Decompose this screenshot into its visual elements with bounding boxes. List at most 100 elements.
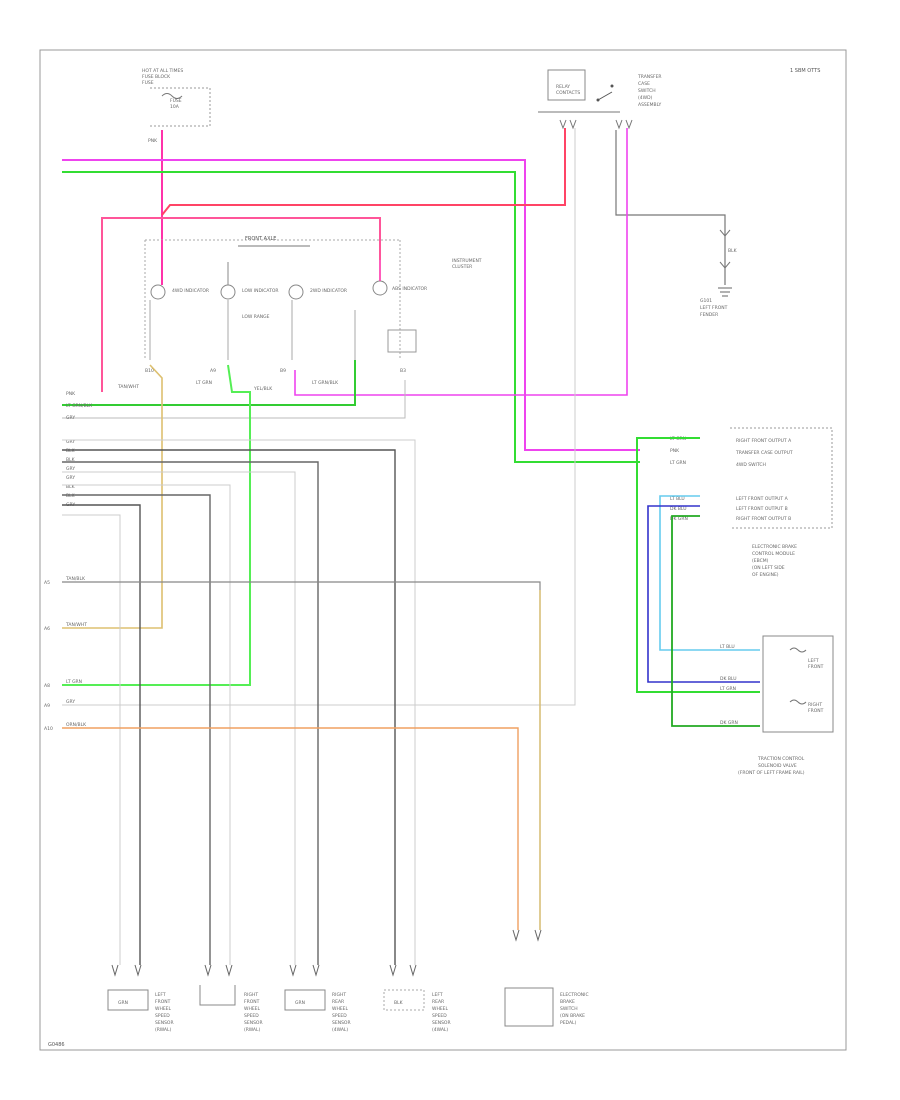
ground-icon bbox=[718, 287, 732, 297]
svg-text:LT GRN: LT GRN bbox=[670, 460, 686, 466]
svg-text:RIGHT: RIGHT bbox=[808, 702, 822, 708]
svg-text:A6: A6 bbox=[44, 626, 50, 632]
svg-text:TRACTION CONTROL: TRACTION CONTROL bbox=[757, 756, 805, 762]
svg-text:GRN: GRN bbox=[118, 1000, 128, 1006]
wire-gry-1 bbox=[62, 439, 416, 965]
wire-ltgrn-cluster bbox=[62, 364, 251, 686]
svg-text:ASSEMBLY: ASSEMBLY bbox=[638, 102, 662, 108]
lamp-abs-indicator: ABS INDICATOR bbox=[354, 260, 427, 360]
wire-dkblu bbox=[647, 505, 760, 683]
svg-text:G101: G101 bbox=[700, 298, 712, 304]
wire-gry-cluster bbox=[62, 380, 406, 419]
svg-text:TAN/WHT: TAN/WHT bbox=[117, 384, 139, 390]
svg-text:WHEEL: WHEEL bbox=[432, 1006, 449, 1012]
wire-magenta-switch bbox=[294, 128, 628, 396]
svg-text:LEFT FRONT OUTPUT A: LEFT FRONT OUTPUT A bbox=[736, 496, 789, 502]
svg-text:(EBCM): (EBCM) bbox=[752, 558, 769, 564]
svg-text:LEFT FRONT: LEFT FRONT bbox=[700, 305, 728, 311]
svg-text:SWITCH: SWITCH bbox=[638, 88, 656, 94]
svg-text:A9: A9 bbox=[210, 368, 216, 374]
svg-text:LT BLU: LT BLU bbox=[670, 496, 685, 502]
svg-text:LT GRN: LT GRN bbox=[196, 380, 212, 386]
corner-code: G0486 bbox=[48, 1042, 65, 1048]
svg-text:WHEEL: WHEEL bbox=[155, 1006, 172, 1012]
svg-text:LT GRN: LT GRN bbox=[66, 679, 82, 685]
svg-text:TAN/WHT: TAN/WHT bbox=[65, 622, 87, 628]
svg-text:(ON BRAKE: (ON BRAKE bbox=[560, 1013, 585, 1019]
svg-text:FUSE BLOCK: FUSE BLOCK bbox=[142, 74, 171, 80]
svg-text:LEFT: LEFT bbox=[432, 992, 443, 998]
svg-text:SPEED: SPEED bbox=[432, 1013, 447, 1019]
svg-text:GRY: GRY bbox=[66, 466, 75, 472]
svg-text:LT BLU: LT BLU bbox=[720, 644, 735, 650]
wire-pnk-relay bbox=[161, 128, 566, 216]
wire-pnk-bus bbox=[62, 159, 640, 451]
svg-text:GRY: GRY bbox=[66, 415, 75, 421]
bulb-icon bbox=[372, 280, 388, 296]
svg-text:2WD INDICATOR: 2WD INDICATOR bbox=[310, 288, 347, 294]
svg-text:GRN: GRN bbox=[295, 1000, 305, 1006]
svg-text:PEDAL): PEDAL) bbox=[560, 1020, 577, 1026]
svg-text:4WD SWITCH: 4WD SWITCH bbox=[736, 462, 766, 468]
svg-text:REAR: REAR bbox=[432, 999, 444, 1005]
svg-text:FRONT: FRONT bbox=[155, 999, 171, 1005]
svg-text:TRANSFER: TRANSFER bbox=[637, 74, 662, 80]
svg-text:OF ENGINE): OF ENGINE) bbox=[752, 572, 779, 578]
svg-text:SPEED: SPEED bbox=[244, 1013, 259, 1019]
svg-text:LEFT: LEFT bbox=[155, 992, 166, 998]
svg-text:BLK: BLK bbox=[66, 493, 76, 499]
svg-text:TAN/BLK: TAN/BLK bbox=[65, 576, 86, 582]
svg-text:RIGHT: RIGHT bbox=[332, 992, 346, 998]
svg-text:BLK: BLK bbox=[394, 1000, 404, 1006]
wire-pnk-loop bbox=[101, 217, 381, 392]
solenoid-coil-icon bbox=[789, 699, 807, 705]
wire-dkgrn bbox=[671, 515, 760, 727]
svg-text:ORN/BLK: ORN/BLK bbox=[66, 722, 87, 728]
svg-text:LT GRN/BLK: LT GRN/BLK bbox=[312, 380, 339, 386]
svg-text:TRANSFER CASE OUTPUT: TRANSFER CASE OUTPUT bbox=[735, 450, 793, 456]
svg-text:SPEED: SPEED bbox=[155, 1013, 170, 1019]
svg-text:CONTACTS: CONTACTS bbox=[556, 90, 580, 96]
diagram-border bbox=[39, 49, 847, 1051]
svg-text:(RWAL): (RWAL) bbox=[244, 1027, 260, 1033]
svg-text:WHEEL: WHEEL bbox=[244, 1006, 261, 1012]
wire-blk-3 bbox=[62, 494, 211, 965]
bulb-icon bbox=[150, 284, 166, 300]
svg-text:FENDER: FENDER bbox=[700, 312, 718, 318]
svg-text:RIGHT FRONT OUTPUT B: RIGHT FRONT OUTPUT B bbox=[736, 516, 791, 522]
svg-text:FUSE: FUSE bbox=[142, 80, 154, 86]
sensor-right-rear: GRN RIGHT REAR WHEEL SPEED SENSOR (4WAL) bbox=[284, 964, 351, 1033]
wire-ltgrn-bus bbox=[62, 171, 640, 463]
svg-text:LT GRN/BLK: LT GRN/BLK bbox=[66, 403, 93, 409]
sensor-left-front: GRN LEFT FRONT WHEEL SPEED SENSOR (RWAL) bbox=[107, 964, 174, 1033]
svg-text:PNK: PNK bbox=[670, 448, 680, 454]
svg-text:A5: A5 bbox=[44, 580, 50, 586]
svg-text:DK GRN: DK GRN bbox=[720, 720, 738, 726]
sensor-left-rear: BLK LEFT REAR WHEEL SPEED SENSOR (4WAL) bbox=[383, 964, 451, 1033]
wire-ornblk bbox=[62, 727, 519, 930]
svg-text:BLK: BLK bbox=[66, 484, 76, 490]
svg-text:YEL/BLK: YEL/BLK bbox=[253, 386, 273, 392]
svg-text:FRONT: FRONT bbox=[808, 664, 824, 670]
svg-text:BLK: BLK bbox=[728, 248, 738, 254]
svg-text:REAR: REAR bbox=[332, 999, 344, 1005]
traction-control-solenoid: LT BLU DK BLU LT GRN DK GRN LEFT FRONT R… bbox=[720, 635, 834, 776]
wire-tanblk bbox=[62, 581, 541, 930]
svg-text:INSTRUMENT: INSTRUMENT bbox=[452, 258, 482, 264]
svg-text:CASE: CASE bbox=[638, 81, 650, 87]
wire-blk-2 bbox=[62, 461, 319, 965]
lamp-2wd-indicator: 2WD INDICATOR bbox=[288, 284, 347, 360]
wire-gray-relay bbox=[62, 128, 576, 706]
svg-text:FRONT AXLE: FRONT AXLE bbox=[245, 236, 276, 242]
svg-text:BLK: BLK bbox=[66, 457, 76, 463]
wire-blk-1 bbox=[62, 449, 396, 965]
svg-text:FRONT: FRONT bbox=[808, 708, 824, 714]
svg-text:FUSE: FUSE bbox=[170, 98, 182, 104]
svg-text:DK BLU: DK BLU bbox=[670, 506, 687, 512]
svg-text:LEFT FRONT OUTPUT B: LEFT FRONT OUTPUT B bbox=[736, 506, 788, 512]
bulb-icon bbox=[220, 284, 236, 300]
instrument-cluster: FRONT AXLE INSTRUMENT CLUSTER 4WD INDICA… bbox=[117, 236, 482, 392]
svg-text:B9: B9 bbox=[280, 368, 286, 374]
svg-text:WHEEL: WHEEL bbox=[332, 1006, 349, 1012]
